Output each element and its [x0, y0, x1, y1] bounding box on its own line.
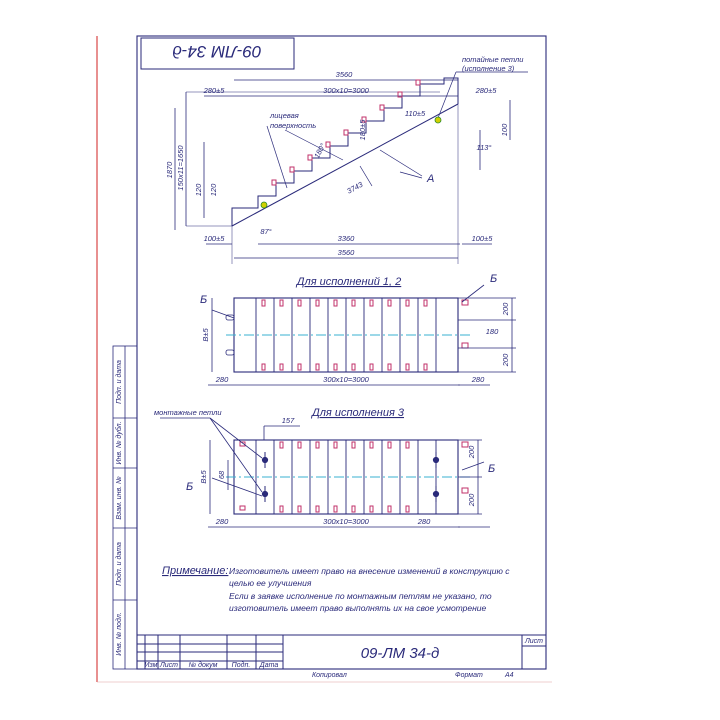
plan12-dim-left: 280: [215, 375, 229, 384]
plan3-loops-label: монтажные петли: [154, 408, 222, 417]
plan12-dim-mid: 300x10=3000: [323, 375, 369, 384]
note-line-1: Изготовитель имеет право на внесение изм…: [229, 566, 510, 576]
note-title: Примечание:: [162, 565, 228, 577]
plan12-dim-r2: 180: [486, 327, 499, 336]
plan3-dim-r1: 200: [467, 445, 476, 459]
title-block: [137, 634, 546, 669]
dim-bottom-h1: 120: [194, 183, 203, 196]
title-sheet-label: Лист: [524, 638, 543, 645]
plan3-h68: 68: [217, 470, 226, 479]
dim-right-landing: 280±5: [475, 86, 498, 95]
plan3-B-right: Б: [488, 463, 495, 475]
format-value: А4: [504, 672, 514, 679]
copied-label: Копировал: [312, 672, 347, 679]
note-line-2: целью ее улучшения: [229, 578, 312, 588]
dim-inner-bottom: 3360: [338, 234, 356, 243]
dim-left-foot: 100±5: [204, 234, 226, 243]
dim-bottom-h2: 120: [209, 183, 218, 196]
dim-step-height: 180±5: [358, 119, 367, 141]
step-profile: [231, 77, 459, 218]
side-stamp-3: Взам. инв. №: [116, 476, 123, 520]
col-date: Дата: [259, 662, 279, 669]
stair-elevation: [174, 71, 528, 264]
dim-angle-top: 113°: [477, 143, 492, 152]
col-sign: Подп.: [232, 661, 251, 669]
plan-variant-3: Для исполнения 3: [154, 407, 495, 528]
plan12-dim-right: 280: [471, 375, 485, 384]
plan3-B-left: Б: [186, 481, 193, 493]
plan-variant-1-2: Для исполнений 1, 2: [200, 273, 516, 386]
title-code: 09-ЛМ 34-д: [361, 645, 440, 662]
dim-angle-bottom: 87°: [260, 227, 271, 236]
note-block: Примечание: Изготовитель имеет право на …: [162, 565, 510, 613]
rotated-title-box: 09-ЛМ 34-д: [140, 37, 295, 70]
note-line-3: Если в заявке исполнение по монтажным пе…: [229, 591, 492, 601]
embed-marks: [271, 79, 421, 186]
side-stamp: [112, 345, 138, 670]
dim-left-landing: 280±5: [203, 86, 226, 95]
col-doc: № докум: [189, 661, 218, 669]
side-stamp-1: Инв. № подл.: [115, 612, 123, 655]
label-A: А: [426, 173, 434, 185]
dim-total-height: 1870: [165, 161, 174, 179]
plan3-dim-left: 280: [215, 517, 229, 526]
plan12-title: Для исполнений 1, 2: [295, 276, 402, 288]
plan12-B-left: Б: [200, 294, 207, 306]
plan3-dim-right: 280: [417, 517, 431, 526]
label-loops-2: (исполнение 3): [462, 64, 515, 73]
loop-marks: [260, 116, 442, 209]
side-stamp-5: Подп. и дата: [115, 360, 123, 404]
dim-right-foot: 100±5: [472, 234, 494, 243]
plan12-dim-r3: 200: [501, 353, 510, 367]
plan3-title: Для исполнения 3: [310, 407, 405, 419]
rotated-title: 09-ЛМ 34-д: [172, 42, 261, 61]
label-face-2: поверхность: [270, 121, 316, 130]
dim-overall-bottom: 3560: [338, 248, 356, 257]
note-line-4: изготовитель имеет право выполнять их на…: [229, 603, 487, 613]
plan3-d157: 157: [282, 416, 295, 425]
side-stamp-4: Инв. № дубл.: [115, 421, 123, 464]
plan3-dim-r2: 200: [467, 493, 476, 507]
plan3-dim-mid: 300x10=3000: [323, 517, 369, 526]
plan12-B-right: Б: [490, 273, 497, 285]
dim-steps-top: 300x10=3000: [323, 86, 369, 95]
dim-diag-len: 3743: [345, 180, 365, 196]
plan3-width: В±5: [199, 470, 208, 484]
underside-line: [231, 103, 459, 227]
label-face-1: лицевая: [269, 111, 299, 120]
dim-step-width: 110±5: [405, 109, 426, 118]
col-list: Лист: [159, 662, 178, 669]
col-izm: Изм: [145, 662, 158, 669]
plan12-dim-r1: 200: [501, 302, 510, 316]
dim-rise-total: 150x11=1650: [176, 145, 185, 191]
dim-overall-top: 3560: [336, 70, 354, 79]
dim-right-h: 100: [500, 123, 509, 136]
plan12-width: В±5: [201, 328, 210, 342]
format-label: Формат: [455, 672, 483, 679]
side-stamp-2: Подп. и дата: [115, 542, 123, 586]
label-loops-1: потайные петли: [462, 55, 524, 64]
